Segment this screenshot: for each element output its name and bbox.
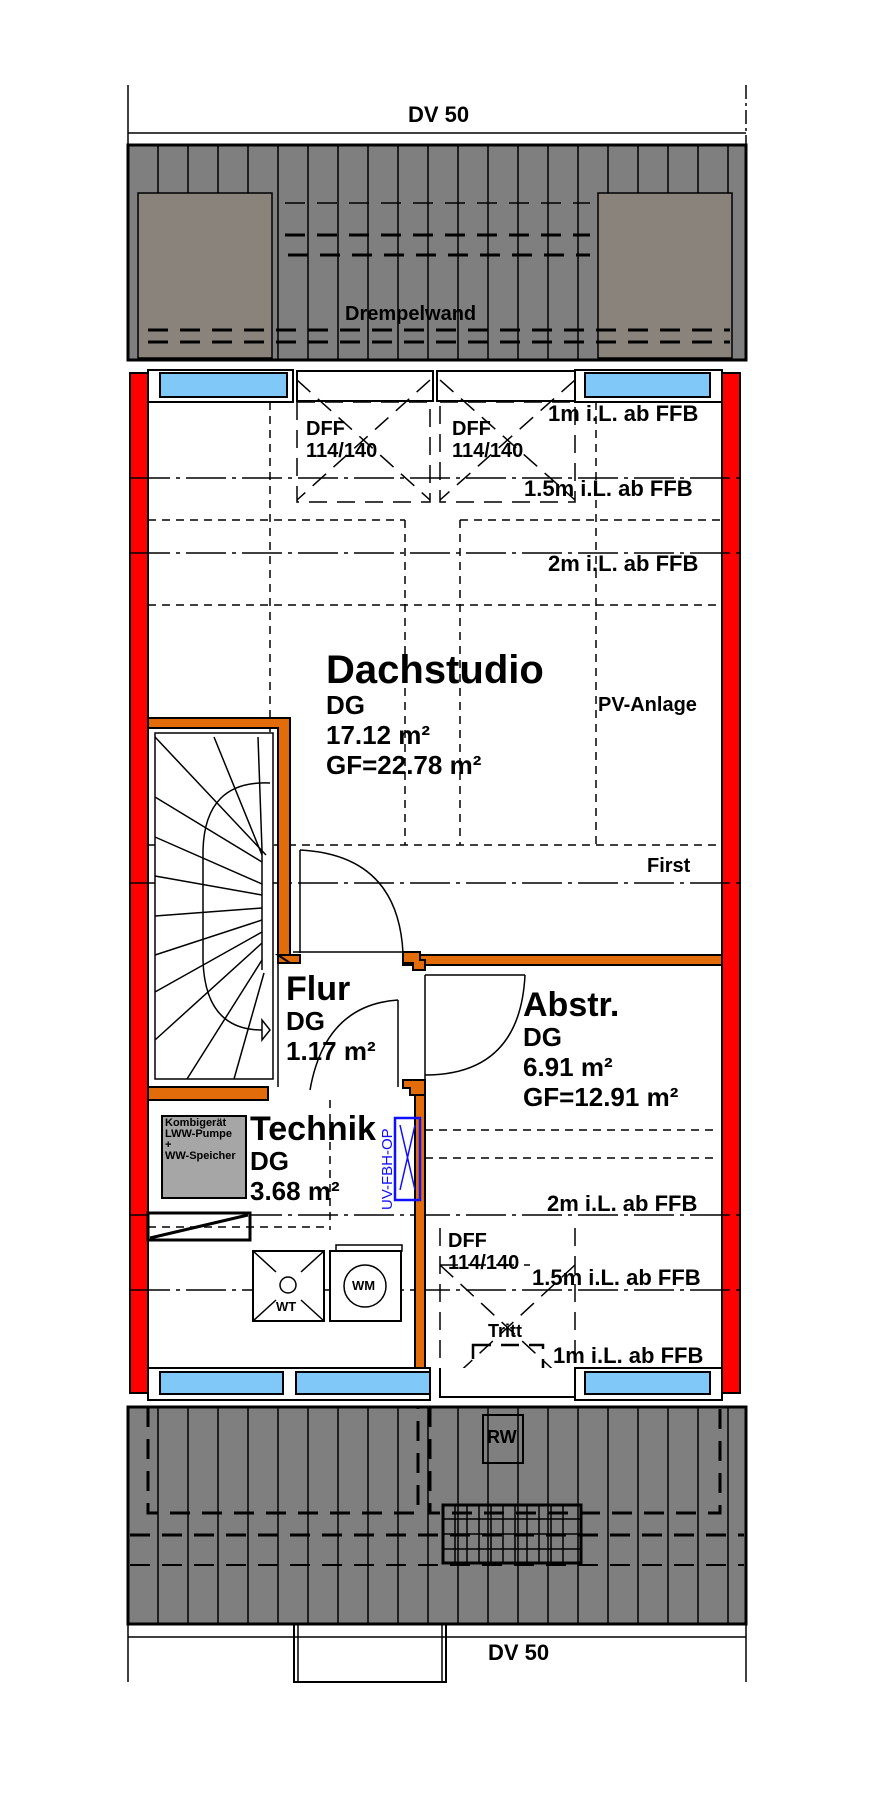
bottom-windows [147, 1367, 723, 1401]
room-name: Flur [286, 970, 351, 1008]
height-label-bottom-2m: 2m i.L. ab FFB [547, 1191, 698, 1216]
room-level: DG [523, 1022, 562, 1052]
skylight-type: DFF [452, 418, 491, 440]
washer-label: WM [352, 1278, 376, 1293]
room-name: Abstr. [523, 986, 620, 1024]
top-dimension-label: DV 50 [408, 102, 470, 127]
top-dimension [127, 85, 747, 148]
room-name: Dachstudio [326, 648, 544, 692]
ridge-label: First [647, 855, 691, 877]
top-windows [147, 369, 723, 403]
room-gross-area: GF=22.78 m² [326, 750, 482, 780]
roof-vent-grid [441, 1503, 583, 1565]
skylight-label-3: DFF 114/140 [448, 1230, 519, 1274]
height-label-top-2m: 2m i.L. ab FFB [548, 551, 699, 576]
height-lines [130, 477, 740, 1291]
bottom-dimension [127, 1623, 747, 1683]
height-label-bottom-1m: 1m i.L. ab FFB [553, 1343, 704, 1368]
heat-pump-line: LWW-Pumpe [165, 1128, 232, 1140]
heat-pump-line: + [165, 1139, 172, 1151]
skylight-size: 114/140 [452, 440, 524, 462]
bottom-dimension-label: DV 50 [488, 1640, 550, 1665]
height-label-top-1m: 1m i.L. ab FFB [548, 401, 699, 426]
pv-label: PV-Anlage [598, 694, 697, 716]
roof-bottom [126, 1405, 748, 1626]
height-label-bottom-1-5m: 1.5m i.L. ab FFB [532, 1265, 701, 1290]
skylight-label-2: DFF 114/140 [452, 418, 523, 462]
staircase [154, 736, 271, 1080]
skylight-type: DFF [306, 418, 345, 440]
skylights-top [148, 379, 720, 846]
room-area: 17.12 m² [326, 720, 431, 750]
doors [277, 849, 526, 1091]
heat-pump-line: WW-Speicher [165, 1150, 236, 1162]
skylight-size: 114/140 [448, 1252, 520, 1274]
room-area: 3.68 m² [250, 1176, 340, 1206]
skylight-size: 114/140 [306, 440, 378, 462]
rain-water-label: RW [487, 1427, 517, 1447]
room-area: 6.91 m² [523, 1052, 613, 1082]
room-abstr: Abstr. DG 6.91 m² GF=12.91 m² [523, 988, 678, 1112]
room-level: DG [250, 1146, 289, 1176]
technik-ceiling-lines [148, 1100, 715, 1230]
stair-enclosure [147, 717, 291, 1101]
step-label: Tritt [488, 1321, 522, 1341]
room-flur: Flur DG 1.17 m² [286, 972, 376, 1066]
heat-pump-label: Kombigerät LWW-Pumpe + WW-Speicher [165, 1118, 236, 1162]
room-dachstudio: Dachstudio DG 17.12 m² GF=22.78 m² [326, 650, 544, 780]
heat-pump-line: Kombigerät [165, 1117, 227, 1129]
room-gross-area: GF=12.91 m² [523, 1082, 679, 1112]
room-technik: Technik DG 3.68 m² [250, 1112, 376, 1206]
knee-wall-label: Drempelwand [345, 303, 477, 325]
floor-heating-distributor-label: UV-FBH-OP [379, 1128, 396, 1210]
dryer-label: WT [276, 1299, 297, 1314]
room-level: DG [326, 690, 365, 720]
room-name: Technik [250, 1110, 376, 1148]
height-label-top-1-5m: 1.5m i.L. ab FFB [524, 476, 693, 501]
technik-equipment [146, 1115, 422, 1322]
skylight-label-1: DFF 114/140 [306, 418, 377, 462]
room-level: DG [286, 1006, 325, 1036]
roof-top [126, 143, 748, 362]
room-area: 1.17 m² [286, 1036, 376, 1066]
skylight-type: DFF [448, 1230, 487, 1252]
